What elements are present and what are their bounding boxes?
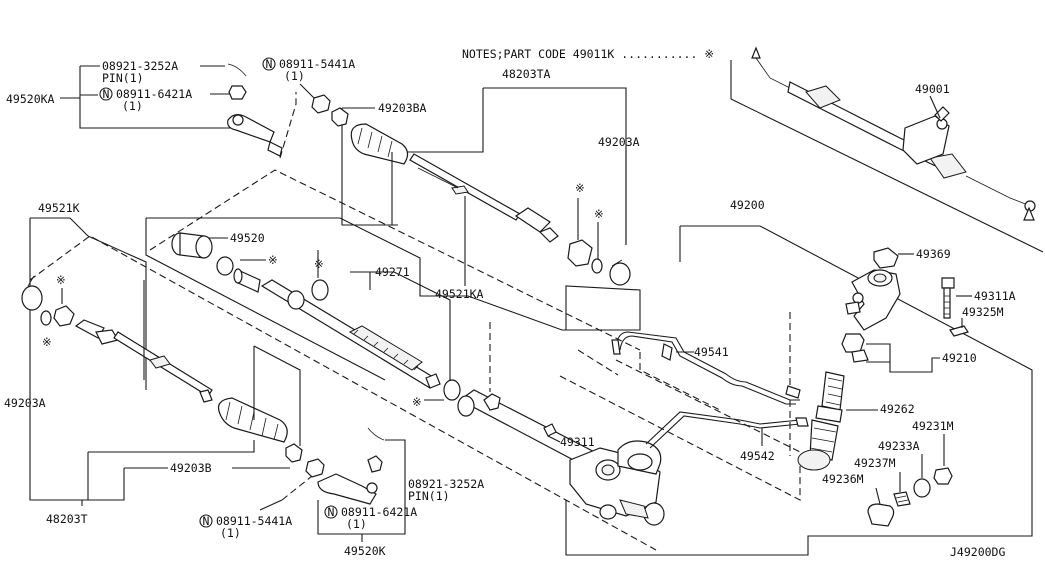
label-08911-5441A-bottom: 08911-5441A — [216, 514, 292, 528]
label-49236M: 49236M — [822, 472, 864, 486]
label-49311A: 49311A — [974, 289, 1016, 303]
tie-rod-end-outer-bottom[interactable] — [317, 455, 383, 505]
mark-ref-6: ※ — [56, 273, 66, 287]
label-08921-3252A-top: 08921-3252A — [102, 59, 178, 73]
boot-clamp-large-left[interactable] — [21, 275, 43, 311]
label-49325M: 49325M — [962, 305, 1004, 319]
mark-ref-1: ※ — [575, 181, 585, 195]
washer-top — [591, 258, 603, 274]
washer-left — [40, 310, 52, 326]
pinion-valve-shaft[interactable] — [797, 371, 845, 471]
label-08911-5441A-top: 08911-5441A — [279, 57, 355, 71]
spring-49237M — [893, 491, 911, 507]
label-49311: 49311 — [560, 435, 595, 449]
mark-ref-5: ※ — [412, 395, 422, 409]
label-49203A-top: 49203A — [598, 135, 640, 149]
label-49200: 49200 — [730, 198, 765, 212]
label-49203B: 49203B — [170, 461, 212, 475]
fitting-49325M — [949, 325, 969, 337]
rack-bushing-top[interactable] — [567, 239, 593, 267]
label-49233A: 49233A — [878, 439, 920, 453]
label-49203A-left: 49203A — [4, 396, 46, 410]
notes-part-code: NOTES;PART CODE 49011K ........... ※ — [462, 47, 714, 61]
label-49520: 49520 — [230, 231, 265, 245]
svg-text:N: N — [103, 87, 110, 101]
bellows-boot-top[interactable] — [350, 123, 409, 165]
tie-rod-end-outer-top[interactable] — [227, 114, 283, 157]
label-49520K: 49520K — [344, 544, 386, 558]
nut-icon-top — [311, 94, 331, 114]
boot-clamp-small-left[interactable] — [285, 443, 303, 463]
lock-nut-49233A — [913, 478, 931, 498]
mark-ref-7: ※ — [42, 335, 52, 349]
svg-text:N: N — [203, 514, 210, 528]
label-49210: 49210 — [942, 351, 977, 365]
label-qty-6421-bottom: (1) — [346, 517, 367, 531]
circled-n-icon: N — [262, 57, 276, 71]
bolt-49311A[interactable] — [941, 277, 955, 319]
control-valve-housing[interactable] — [845, 269, 901, 331]
rack-guide-plug — [543, 423, 557, 437]
nut-icon — [228, 85, 247, 100]
label-pin-bottom: PIN(1) — [408, 489, 450, 503]
label-49521K: 49521K — [38, 201, 80, 215]
rack-bushing-cylinder[interactable] — [171, 232, 213, 259]
circled-n-icon: N — [99, 87, 113, 101]
label-48203TA: 48203TA — [502, 67, 551, 81]
label-49520KA: 49520KA — [6, 92, 55, 106]
label-qty-5441-bottom: (1) — [220, 526, 241, 540]
label-49541: 49541 — [694, 345, 729, 359]
label-49369: 49369 — [916, 247, 951, 261]
rack-end-seal — [443, 379, 461, 401]
o-ring-left — [216, 256, 234, 276]
mark-ref-4: ※ — [314, 257, 324, 271]
label-48203T: 48203T — [46, 512, 88, 526]
bellows-boot-left[interactable] — [217, 397, 288, 443]
label-49262: 49262 — [880, 402, 915, 416]
adjust-screw-49231M — [933, 467, 953, 485]
mark-ref-3: ※ — [268, 253, 278, 267]
mark-ref-2: ※ — [594, 207, 604, 221]
label-pin-top: PIN(1) — [102, 71, 144, 85]
boot-clamp-large-top[interactable] — [609, 259, 631, 286]
label-08911-6421A-top: 08911-6421A — [116, 87, 192, 101]
steering-gear-housing[interactable] — [457, 389, 665, 526]
circled-n-icon: N — [199, 514, 213, 528]
label-08911-6421A-bottom: 08911-6421A — [341, 505, 417, 519]
steering-rack-assembly-drawing[interactable] — [730, 46, 1044, 253]
svg-text:N: N — [266, 57, 273, 71]
return-tube-49542[interactable] — [645, 411, 809, 449]
svg-text:N: N — [328, 505, 335, 519]
label-49001: 49001 — [915, 82, 950, 96]
circled-n-icon: N — [324, 505, 338, 519]
nut-bottom — [305, 458, 325, 478]
label-qty-5441-top: (1) — [284, 69, 305, 83]
label-49203BA: 49203BA — [378, 101, 427, 115]
boot-clamp-small-top[interactable] — [331, 107, 349, 127]
label-49542: 49542 — [740, 449, 775, 463]
label-qty-6421-top: (1) — [122, 99, 143, 113]
nut-left — [53, 305, 75, 327]
diagram-code: J49200DG — [950, 545, 1005, 559]
retainer-49236M — [867, 503, 895, 527]
label-49231M: 49231M — [912, 419, 954, 433]
steering-rack-bar[interactable] — [260, 279, 441, 389]
pressure-tube-49541[interactable] — [611, 331, 801, 405]
label-49237M: 49237M — [854, 456, 896, 470]
inner-tie-rod-top[interactable] — [409, 153, 559, 243]
label-08921-3252A-bottom: 08921-3252A — [408, 477, 484, 491]
dust-cover-49369 — [873, 247, 899, 269]
pinion-seal-parts[interactable] — [841, 333, 869, 363]
rack-seal-sleeve[interactable] — [233, 268, 261, 293]
inner-tie-rod-left[interactable] — [74, 319, 213, 403]
o-ring-rack — [311, 279, 329, 301]
